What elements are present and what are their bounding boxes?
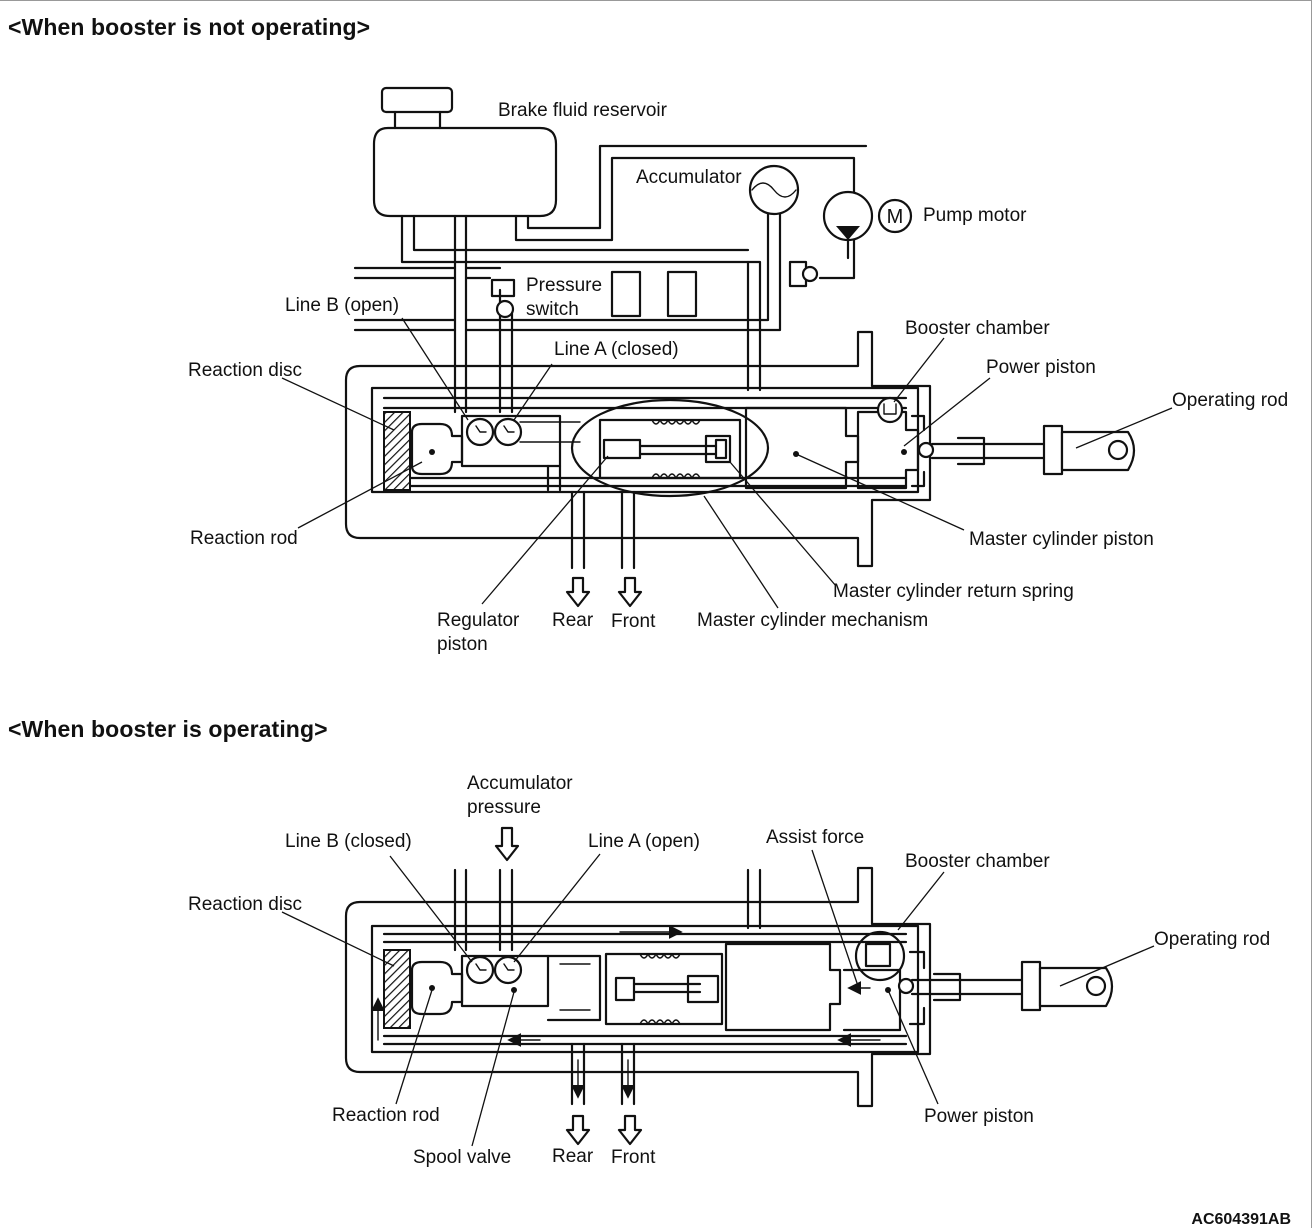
label-spool-valve: Spool valve (413, 1147, 512, 1168)
label-reaction-disc-bottom: Reaction disc (188, 894, 303, 915)
brake-fluid-reservoir (372, 86, 558, 218)
master-cylinder-piston-shape-bottom (724, 942, 842, 1032)
operating-rod-shape (917, 424, 1136, 476)
label-line-b-closed: Line B (closed) (285, 831, 412, 852)
label-rear-top: Rear (552, 610, 594, 631)
spool-valve-top (460, 414, 581, 492)
label-front-top: Front (611, 611, 656, 632)
label-power-piston-top: Power piston (986, 357, 1096, 378)
label-booster-chamber-top: Booster chamber (905, 318, 1050, 339)
label-pump-motor: Pump motor (923, 205, 1027, 226)
diagram-operating (281, 826, 1155, 1147)
power-piston-shape-bottom (842, 930, 926, 1032)
operating-rod-shape-bottom (897, 960, 1114, 1012)
pressure-switch (490, 270, 698, 319)
label-pressure-switch: Pressure switch (526, 275, 603, 320)
label-accumulator: Accumulator (636, 167, 742, 188)
master-cylinder-mechanism (570, 398, 770, 498)
inlet-pipes-bottom (453, 826, 762, 952)
reaction-disc-shape-bottom (383, 949, 411, 1029)
label-front-bottom: Front (611, 1147, 656, 1168)
heading-operating: <When booster is operating> (8, 716, 328, 742)
master-cylinder-piston-shape (744, 406, 860, 490)
label-master-cylinder-mechanism: Master cylinder mechanism (697, 610, 929, 631)
leader-lines-top (281, 317, 1173, 609)
label-reaction-rod-top: Reaction rod (190, 528, 298, 549)
label-master-cylinder-piston: Master cylinder piston (969, 529, 1154, 550)
label-brake-fluid-reservoir: Brake fluid reservoir (498, 100, 667, 121)
label-operating-rod-bottom: Operating rod (1154, 929, 1271, 950)
label-booster-chamber-bottom: Booster chamber (905, 851, 1050, 872)
booster-housing-bottom (344, 866, 932, 1108)
accumulator (748, 164, 800, 216)
label-regulator-piston: Regulator piston (437, 610, 520, 655)
label-line-a-closed: Line A (closed) (554, 339, 679, 360)
label-rear-bottom: Rear (552, 1146, 594, 1167)
label-power-piston-bottom: Power piston (924, 1106, 1034, 1127)
label-reaction-disc-top: Reaction disc (188, 360, 303, 381)
leader-lines-bottom (281, 849, 1155, 1147)
spool-valve-bottom (460, 954, 602, 1022)
master-cylinder-mechanism-bottom (604, 952, 724, 1026)
heading-not-operating: <When booster is not operating> (8, 14, 371, 40)
reservoir-pipes (353, 144, 868, 414)
label-master-cylinder-return-spring: Master cylinder return spring (833, 581, 1074, 602)
diagram-not-operating: M (281, 86, 1173, 609)
motor-symbol-m: M (887, 206, 904, 228)
outlet-pipes-top (565, 490, 643, 608)
label-accumulator-pressure: Accumulator pressure (467, 773, 573, 818)
figure-code: AC604391AB (1191, 1211, 1291, 1228)
reaction-disc-shape (383, 411, 411, 491)
power-piston-shape (856, 396, 926, 490)
pump: M (788, 190, 913, 288)
booster-housing (344, 330, 932, 568)
label-operating-rod-top: Operating rod (1172, 390, 1289, 411)
label-assist-force: Assist force (766, 827, 865, 848)
reaction-rod-shape-bottom (410, 960, 464, 1016)
label-reaction-rod-bottom: Reaction rod (332, 1105, 440, 1126)
outlet-pipes-bottom (565, 1042, 643, 1146)
label-line-a-open: Line A (open) (588, 831, 700, 852)
label-line-b-open: Line B (open) (285, 295, 400, 316)
reaction-rod-shape (410, 422, 464, 476)
